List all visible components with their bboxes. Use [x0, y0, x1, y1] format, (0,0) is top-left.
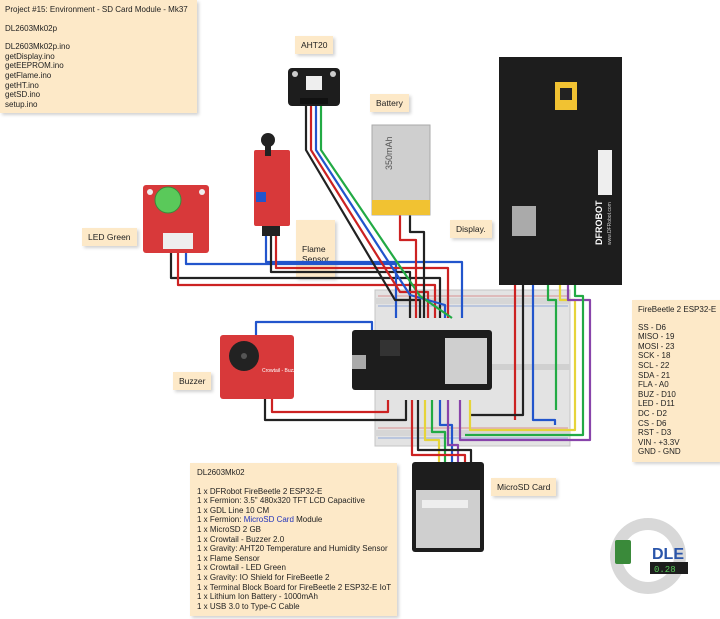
bom-item: 1 x GDL Line 10 CM [197, 505, 270, 515]
bom-item: 1 x Gravity: IO Shield for FireBeetle 2 [197, 572, 330, 582]
bom-item: 1 x USB 3.0 to Type-C Cable [197, 601, 300, 611]
wire-green [430, 400, 447, 465]
flame-sensor [254, 133, 290, 236]
pin-item: BUZ - D10 [638, 389, 676, 399]
wire-black [470, 282, 525, 417]
file-item: getEEPROM.ino [5, 61, 64, 71]
bom-item: 1 x Crowtail - LED Green [197, 563, 286, 573]
display-label: Display. [450, 220, 492, 238]
pin-item: GND - GND [638, 447, 681, 457]
bom-title: DL2603Mk02 [197, 468, 245, 477]
dle-logo: DLE 0.28 [610, 518, 688, 594]
buzzer-silk: Crowtail - Buzzer v2.0 [262, 368, 311, 374]
wire-yellow [468, 282, 577, 432]
wire-blue [184, 250, 398, 318]
project-note: Project #15: Environment - SD Card Modul… [0, 0, 197, 113]
logo-display-readout: 0.28 [654, 565, 676, 575]
pin-item: SDA - 21 [638, 370, 671, 380]
bom-item: 1 x DFRobot FireBeetle 2 ESP32-E [197, 486, 323, 496]
bom-item: 1 x Lithium Ion Battery - 1000mAh [197, 592, 318, 602]
wire-yellow [423, 400, 441, 465]
logo-text: DLE [652, 546, 684, 563]
battery: 350mAh [371, 124, 431, 216]
pin-item: RST - D3 [638, 428, 672, 438]
pin-item: MOSI - 23 [638, 341, 675, 351]
pin-item: SS - D6 [638, 322, 667, 332]
pin-item: LED - D11 [638, 399, 675, 409]
battery-label: Battery [370, 94, 409, 112]
bom-item: 1 x Flame Sensor [197, 553, 260, 563]
project-title: Project #15: Environment - SD Card Modul… [5, 5, 188, 14]
pin-item: VIN - +3.3V [638, 437, 680, 447]
battery-capacity: 350mAh [384, 136, 394, 170]
buzzer-label: Buzzer [173, 372, 212, 390]
file-item: setup.ino [5, 99, 38, 109]
wire-black [169, 250, 442, 318]
microsd-label: MicroSD Card [491, 478, 557, 496]
wire-red [410, 400, 467, 465]
buzzer-module: Crowtail - Buzzer v2.0 [220, 335, 311, 399]
display-url: www.DFRobot.com [607, 202, 613, 245]
wire-blue [264, 236, 464, 318]
bom-note: DL2603Mk02 1 x DFRobot FireBeetle 2 ESP3… [190, 463, 397, 616]
wire-red [398, 215, 418, 318]
pin-note-title: FireBeetle 2 ESP32-E [638, 305, 717, 314]
aht20-sensor [288, 68, 340, 106]
wire-red [274, 236, 450, 318]
bom-item-module: 1 x Fermion: MicroSD Card Module [197, 515, 323, 525]
wire-red [270, 392, 390, 414]
microsd-link[interactable]: MicroSD Card [243, 515, 294, 525]
pin-item: DC - D2 [638, 408, 667, 418]
microsd-module [412, 462, 484, 552]
wire-blue [314, 100, 447, 318]
bom-item: 1 x Terminal Block Board for FireBeetle … [197, 582, 392, 592]
pin-item: FLA - A0 [638, 380, 669, 390]
bom-item: 1 x MicroSD 2 GB [197, 524, 262, 534]
firebeetle-board [352, 330, 492, 390]
wire-black [408, 215, 426, 318]
file-item: DL2603Mk02p.ino [5, 42, 70, 52]
wire-green [465, 282, 585, 437]
wire-green [319, 100, 453, 319]
pin-item: SCL - 22 [638, 360, 670, 370]
file-item: getSD.ino [5, 90, 41, 100]
aht20-label: AHT20 [295, 36, 334, 54]
wire-purple [458, 282, 592, 442]
display-brand: DFROBOT [594, 200, 604, 245]
pin-item: SCK - 18 [638, 351, 671, 361]
tft-display: DFROBOT www.DFRobot.com [499, 57, 622, 285]
wire-green [546, 282, 558, 410]
file-item: getDisplay.ino [5, 51, 55, 61]
wire-black [304, 100, 422, 318]
pin-item: CS - D6 [638, 418, 667, 428]
wire-black [416, 400, 473, 465]
bom-item: 1 x Crowtail - Buzzer 2.0 [197, 534, 285, 544]
led-green-module [143, 185, 209, 253]
sketch-name: DL2603Mk02p [5, 23, 58, 33]
wire-blue [531, 282, 557, 425]
pin-item: MISO - 19 [638, 332, 675, 342]
bom-item: 1 x Gravity: AHT20 Temperature and Humid… [197, 544, 388, 554]
bom-item: 1 x Fermion: 3.5" 480x320 TFT LCD Capaci… [197, 496, 365, 506]
file-item: getFlame.ino [5, 70, 52, 80]
led-green-label: LED Green [82, 228, 137, 246]
file-item: getHT.ino [5, 80, 39, 90]
pin-note: FireBeetle 2 ESP32-E SS - D6 MISO - 19 M… [632, 300, 720, 462]
wire-black [263, 392, 408, 422]
